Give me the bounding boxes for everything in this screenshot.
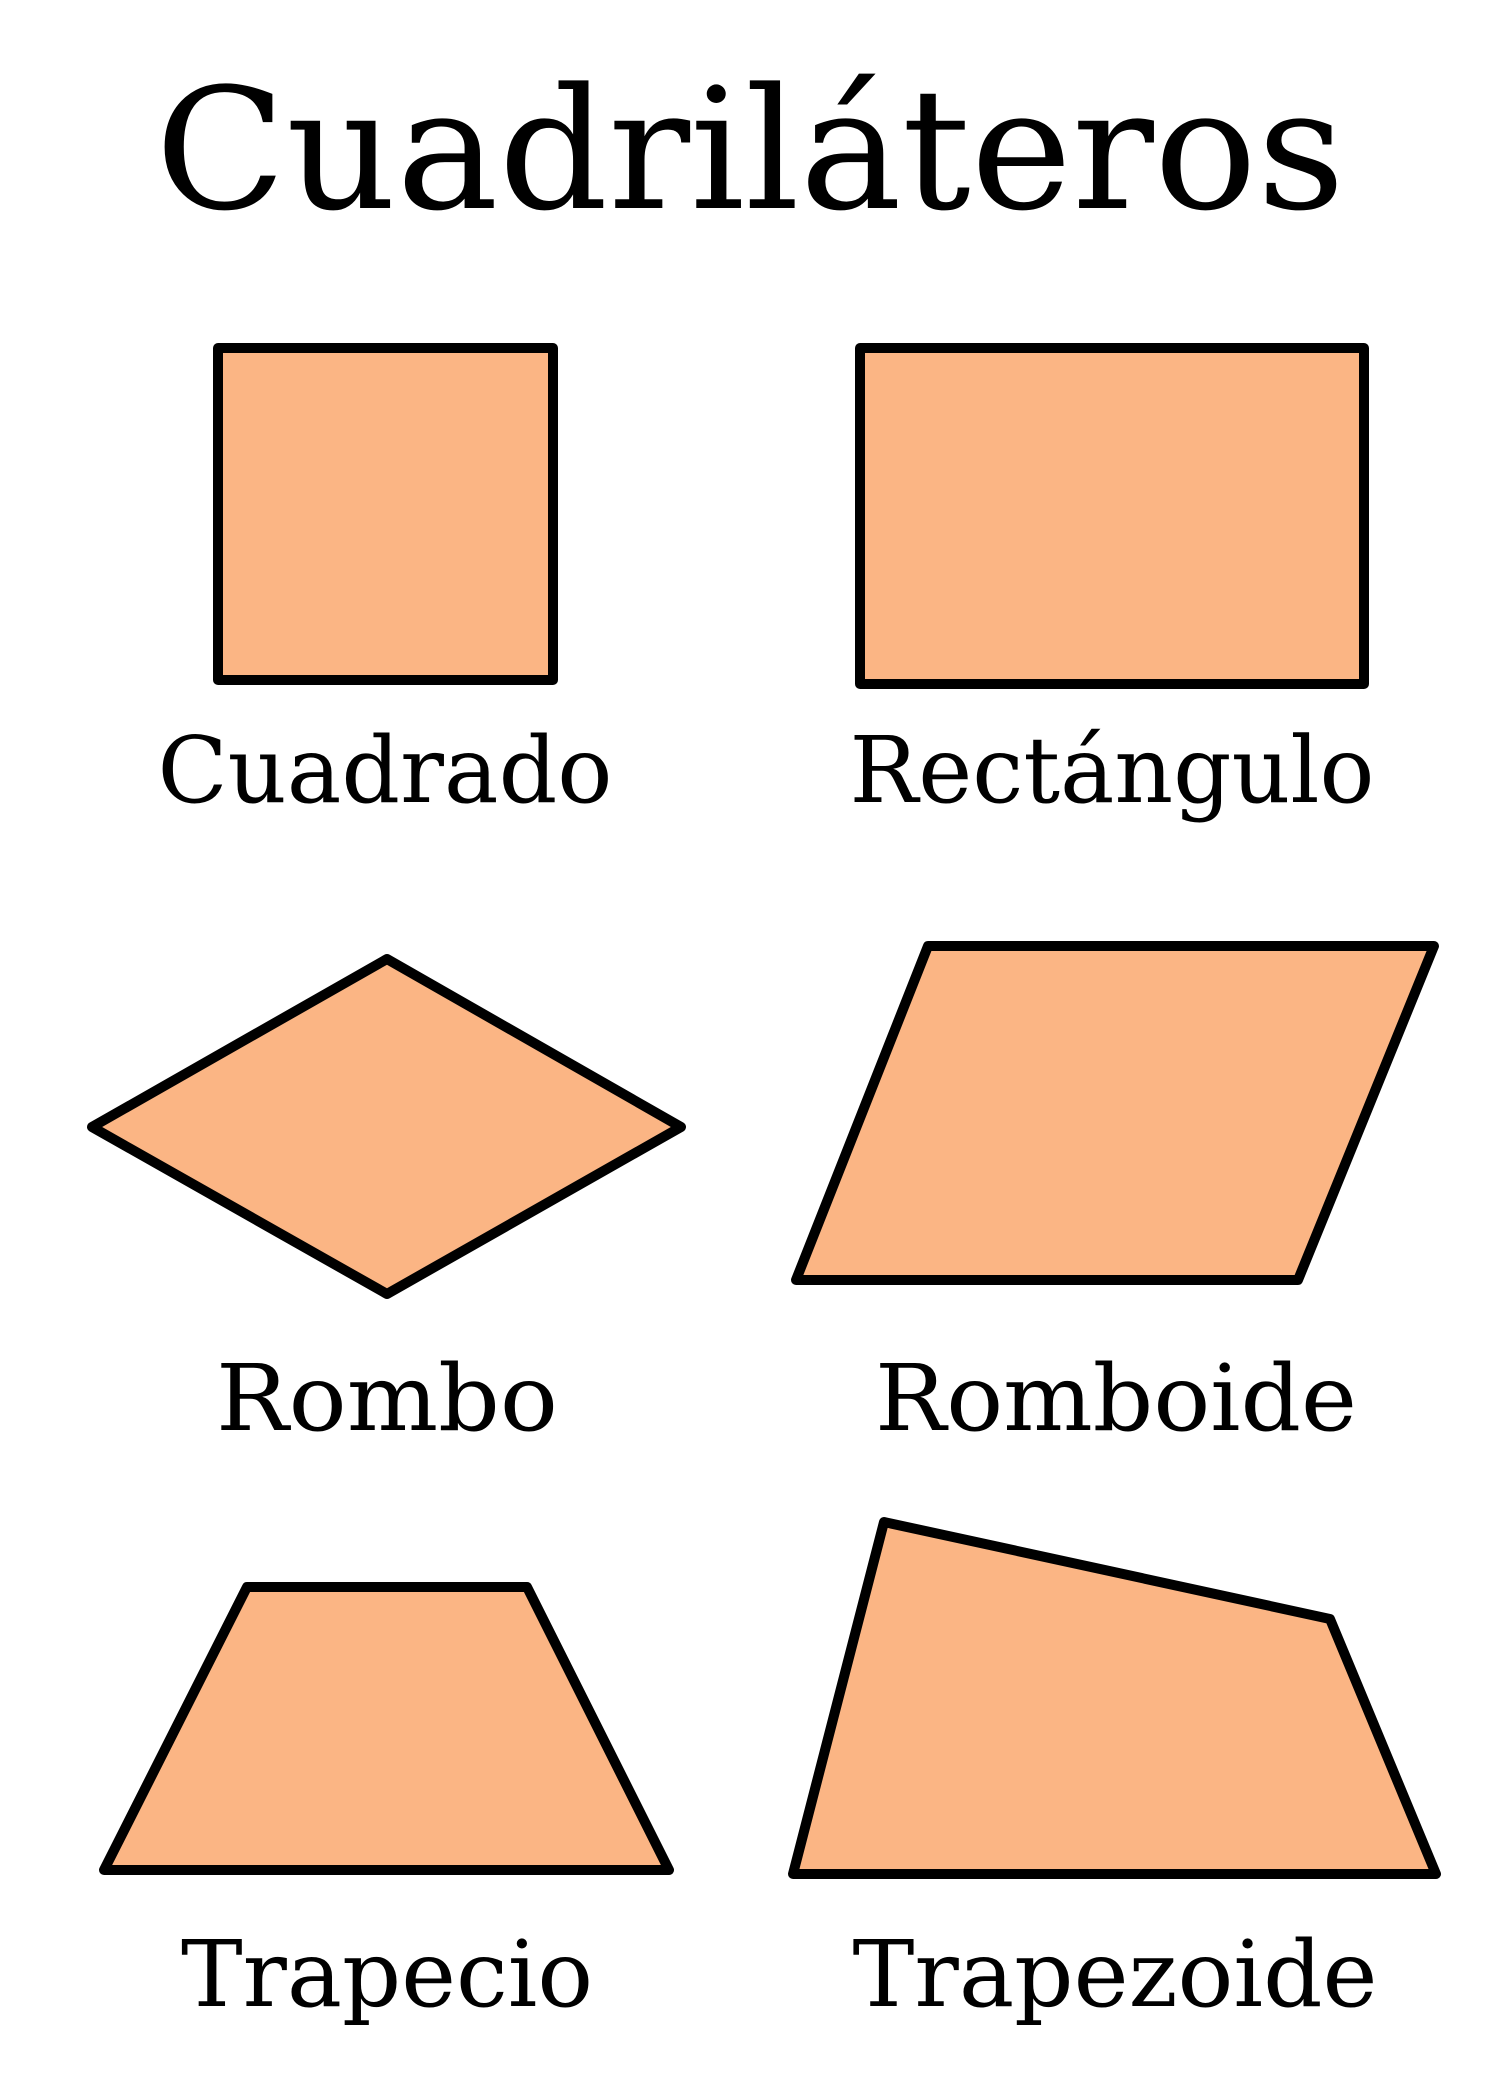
- trapezoid-irregular-shape: [788, 1517, 1441, 1879]
- diagram-title: Cuadriláteros: [155, 52, 1345, 248]
- rhomboid-shape: [791, 941, 1439, 1285]
- trapezoid-shape: [99, 1582, 674, 1875]
- rhombus-label: Rombo: [216, 1345, 558, 1452]
- square-shape: [213, 343, 558, 685]
- rhomboid-label: Romboide: [875, 1345, 1357, 1452]
- trapezoid-label: Trapecio: [181, 1921, 593, 2028]
- rectangle-label: Rectángulo: [850, 717, 1375, 824]
- square-label: Cuadrado: [158, 717, 613, 824]
- trapezoid-irregular-label: Trapezoide: [853, 1921, 1378, 2028]
- rhombus-shape: [87, 954, 686, 1299]
- rectangle-shape: [855, 343, 1369, 689]
